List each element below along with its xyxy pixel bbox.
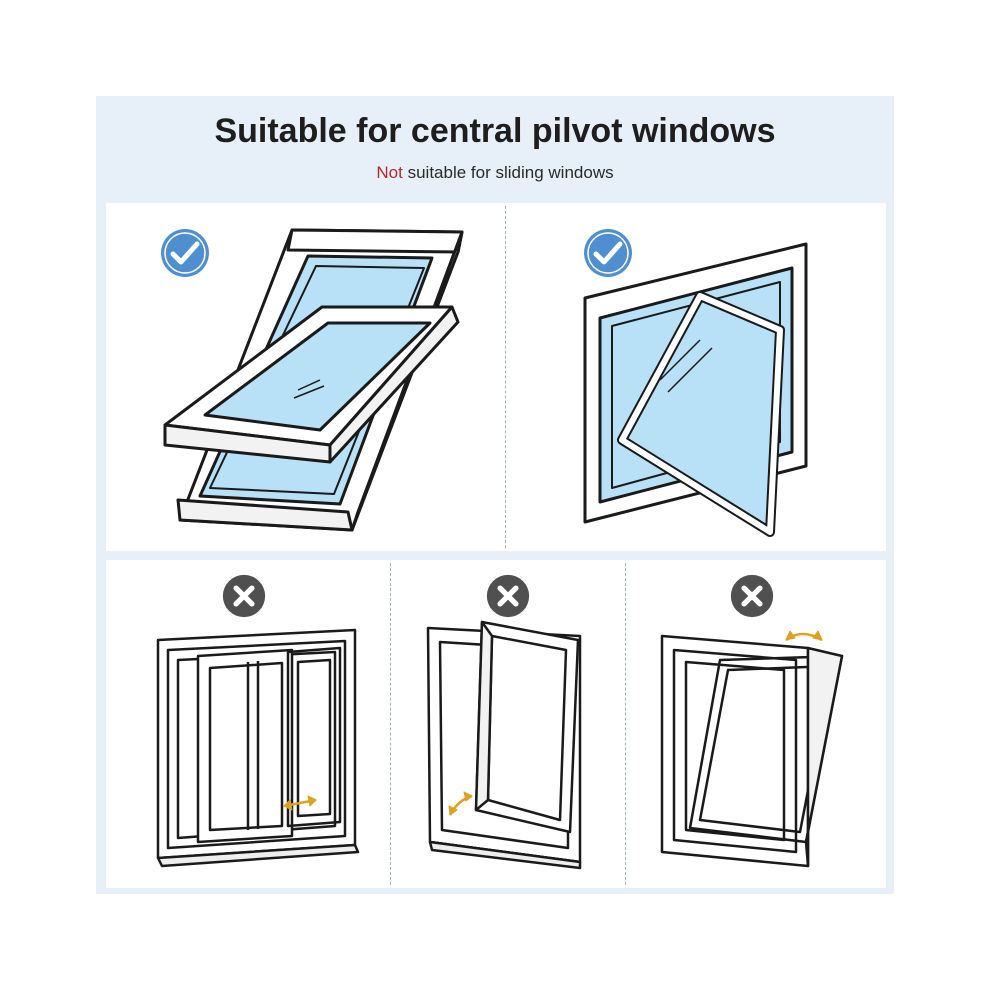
check-badge-icon: [583, 228, 633, 278]
cross-badge-icon: [730, 574, 774, 618]
cross-badge-icon: [486, 574, 530, 618]
check-badge-icon: [160, 228, 210, 278]
unsuitable-divider-2: [625, 563, 626, 885]
subtitle-text: suitable for sliding windows: [402, 163, 614, 182]
subtitle-negation: Not: [376, 163, 403, 182]
unsuitable-divider-1: [390, 563, 391, 885]
page-title: Suitable for central pilvot windows: [214, 112, 776, 150]
suitable-divider: [505, 206, 506, 548]
cross-badge-icon: [222, 574, 266, 618]
page-subtitle: Not suitable for sliding windows: [0, 163, 990, 183]
